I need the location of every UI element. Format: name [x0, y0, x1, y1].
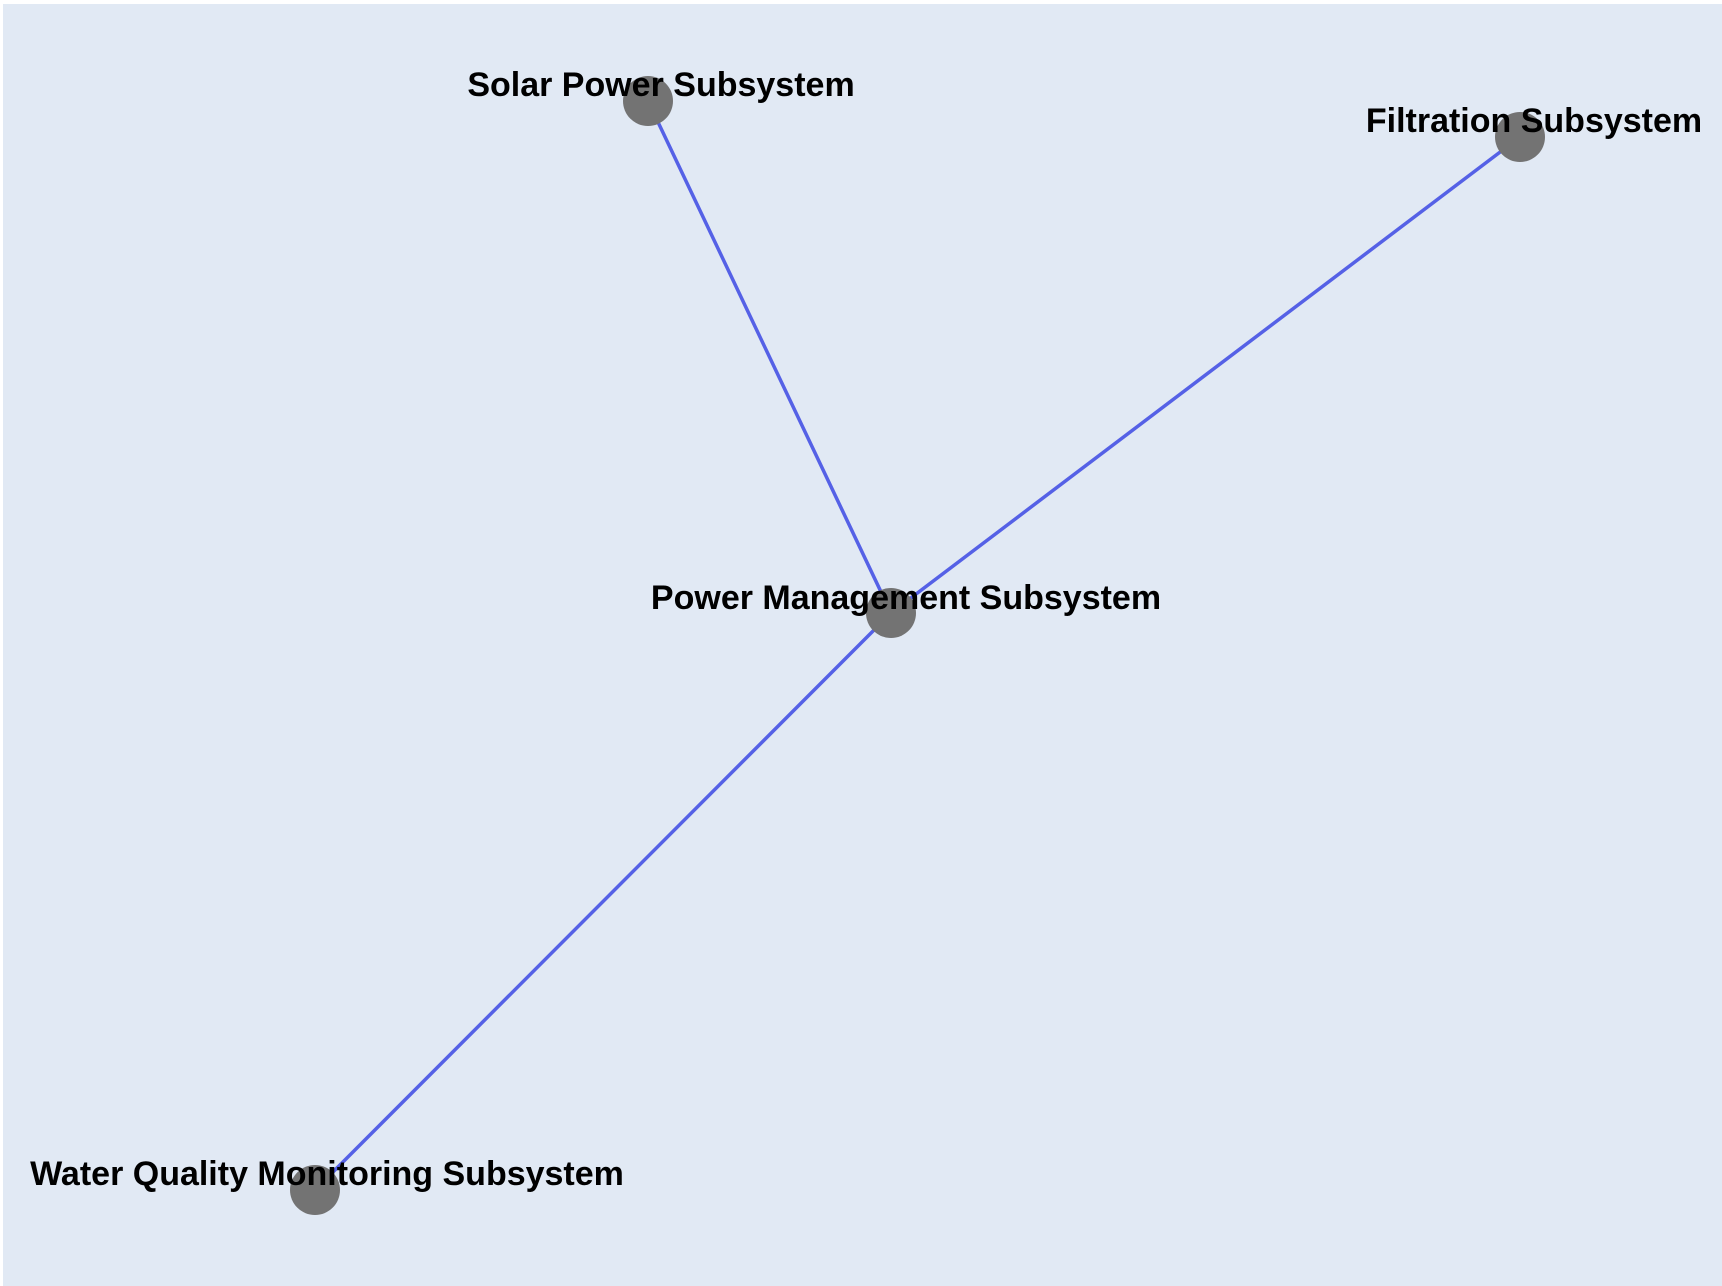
node-filtration[interactable]: [1495, 112, 1545, 162]
node-label-solar: Solar Power Subsystem: [467, 66, 854, 104]
node-solar[interactable]: [623, 76, 673, 126]
edge-filtration-power: [889, 135, 1522, 615]
plot-background: [3, 4, 1722, 1286]
node-label-filtration: Filtration Subsystem: [1366, 102, 1702, 140]
node-label-power: Power Management Subsystem: [651, 579, 1161, 617]
edge-power-water: [313, 611, 893, 1192]
nodes-layer: [290, 76, 1545, 1215]
edges-layer: [313, 99, 1522, 1192]
node-power[interactable]: [866, 588, 916, 638]
node-label-water: Water Quality Monitoring Subsystem: [30, 1155, 624, 1193]
edge-solar-power: [646, 99, 893, 615]
node-water[interactable]: [290, 1165, 340, 1215]
